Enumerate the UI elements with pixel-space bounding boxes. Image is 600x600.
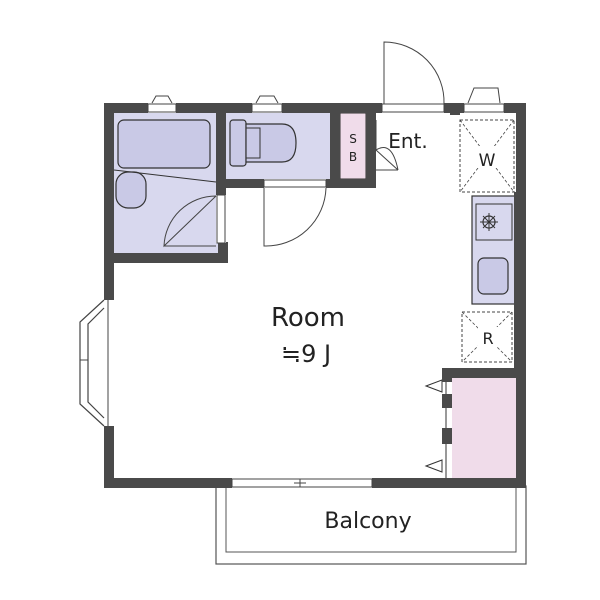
room-label: Room (271, 303, 345, 333)
toilet-door (263, 187, 327, 247)
closet (424, 376, 516, 478)
doors (163, 41, 445, 248)
washbasin (115, 171, 147, 209)
washer-label: W (479, 151, 496, 171)
shoe-box: S B (339, 112, 367, 180)
fridge-label: R (482, 329, 493, 348)
toilet-room (226, 113, 330, 179)
kitchen-counter (471, 195, 517, 305)
shoe-box-label-s: S (349, 132, 357, 146)
bathroom-door (163, 195, 217, 248)
bathtub (117, 119, 211, 169)
wall-openings (147, 87, 505, 488)
bay-window (79, 299, 114, 427)
entrance-label: Ent. (388, 129, 428, 153)
entrance-door (383, 41, 445, 105)
fridge-space: R (461, 311, 513, 363)
shoe-box-label-b: B (349, 150, 357, 164)
bathroom (113, 113, 218, 255)
toilet-tank (229, 119, 247, 167)
balcony-label: Balcony (324, 509, 411, 534)
room-size-label: ≒9 J (281, 340, 331, 368)
toilet-bowl (245, 123, 297, 163)
washer-space: W (459, 119, 515, 193)
stove-icon (480, 213, 498, 231)
sink (477, 257, 509, 295)
